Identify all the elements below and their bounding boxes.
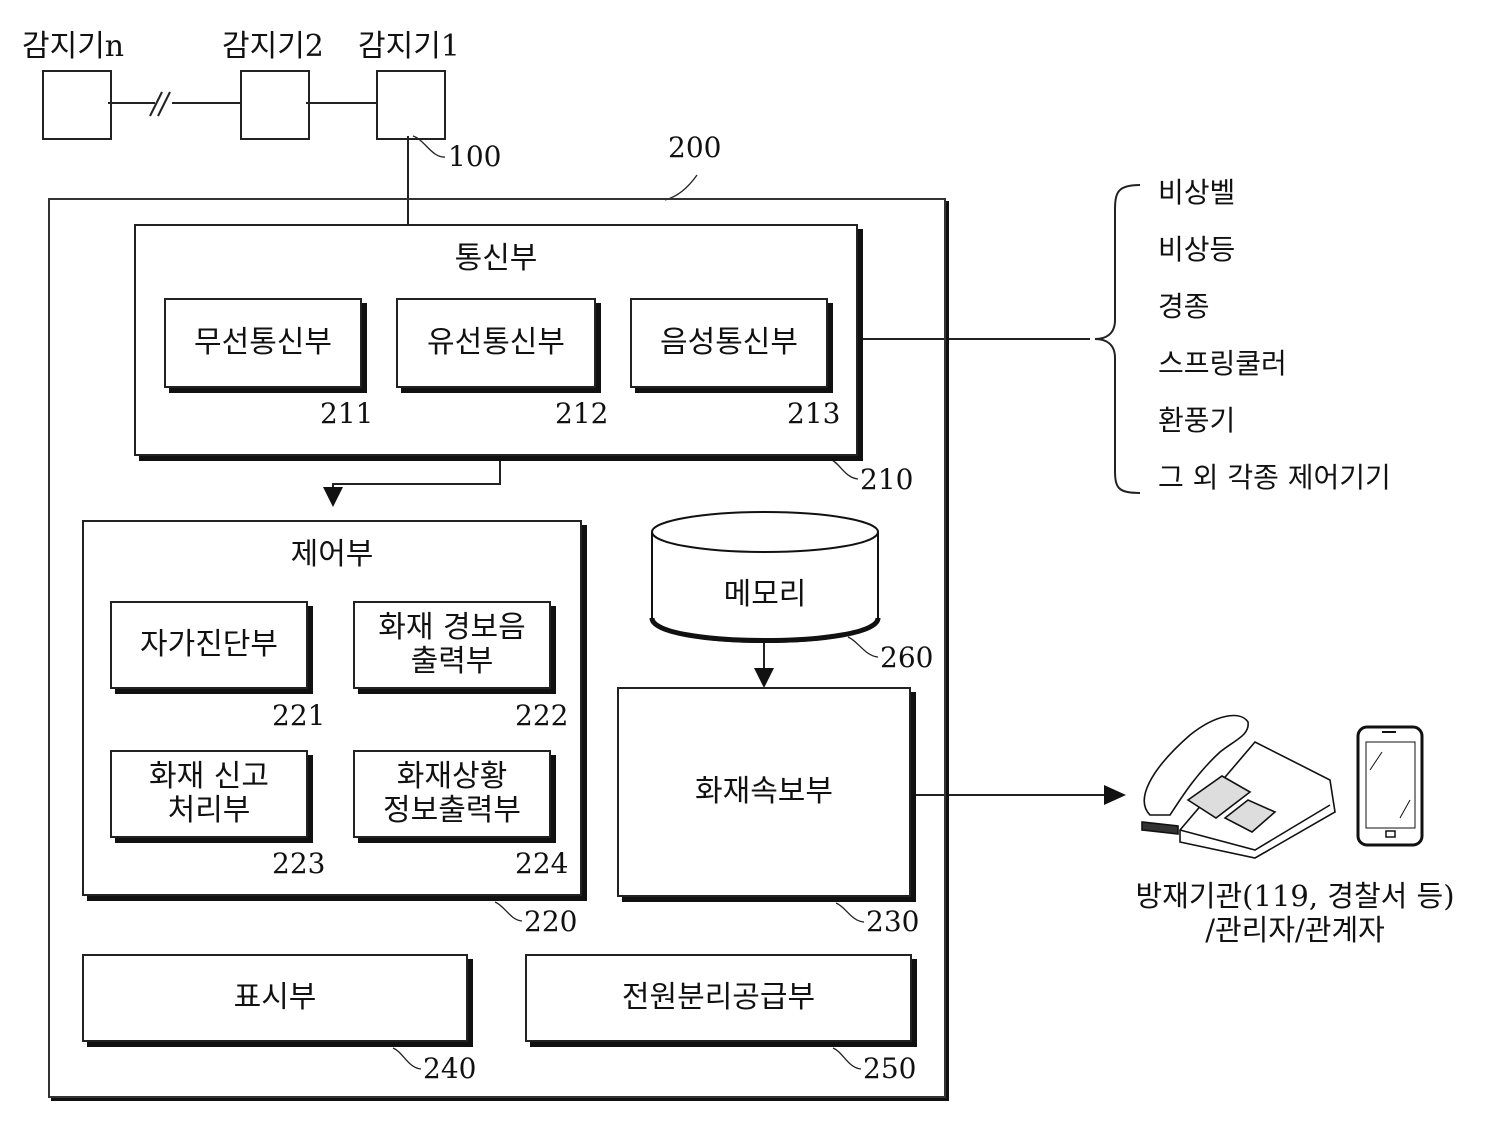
ref-222: 222 xyxy=(515,701,568,731)
voice-comm-label: 음성통신부 xyxy=(660,326,798,360)
ref-230: 230 xyxy=(866,907,919,937)
fire-alarm-sound-label-line1: 화재 경보음 xyxy=(378,611,526,645)
device-other-controls: 그 외 각종 제어기기 xyxy=(1158,462,1391,494)
sensor-1-box[interactable] xyxy=(376,70,446,140)
ref-224: 224 xyxy=(515,849,568,879)
ref-240: 240 xyxy=(423,1054,476,1084)
fire-status-info-unit[interactable]: 화재상황 정보출력부 xyxy=(353,750,551,838)
ref-220: 220 xyxy=(524,907,577,937)
fire-alarm-sound-label-line2: 출력부 xyxy=(411,645,494,679)
wired-comm-label: 유선통신부 xyxy=(427,326,565,360)
ref-100: 100 xyxy=(448,142,501,172)
recipient-label-line2: /관리자/관계자 xyxy=(1115,913,1475,947)
sensor-n-label: 감지기n xyxy=(22,30,124,64)
fire-report-processing-label-line1: 화재 신고 xyxy=(149,760,269,794)
device-alarm-bell: 경종 xyxy=(1158,291,1210,323)
ref-211: 211 xyxy=(320,399,373,429)
ref-223: 223 xyxy=(272,849,325,879)
wireless-comm-unit[interactable]: 무선통신부 xyxy=(164,298,362,388)
sensor-n-box[interactable] xyxy=(42,70,112,140)
memory-label: 메모리 xyxy=(652,578,878,612)
ref-212: 212 xyxy=(555,399,608,429)
brace xyxy=(1095,185,1140,493)
display-unit[interactable]: 표시부 xyxy=(82,954,468,1042)
device-emergency-bell: 비상벨 xyxy=(1158,177,1235,209)
wireless-comm-label: 무선통신부 xyxy=(194,326,332,360)
fire-report-processing-label-line2: 처리부 xyxy=(168,794,251,828)
ref-260: 260 xyxy=(880,643,933,673)
fire-alarm-sound-unit[interactable]: 화재 경보음 출력부 xyxy=(353,601,551,689)
fire-status-info-label-line1: 화재상황 xyxy=(397,760,507,794)
sensor-1-label: 감지기1 xyxy=(358,30,460,64)
ref-221: 221 xyxy=(272,701,325,731)
device-emergency-light: 비상등 xyxy=(1158,234,1235,266)
self-diagnosis-label: 자가진단부 xyxy=(140,628,278,662)
power-supply-label: 전원분리공급부 xyxy=(622,981,815,1015)
arrowhead-recipient xyxy=(1104,785,1126,805)
voice-comm-unit[interactable]: 음성통신부 xyxy=(630,298,828,388)
leader-200 xyxy=(665,175,697,200)
sensor-2-label: 감지기2 xyxy=(222,30,324,64)
ref-210: 210 xyxy=(860,465,913,495)
ref-250: 250 xyxy=(863,1054,916,1084)
display-label: 표시부 xyxy=(234,981,317,1015)
ref-200: 200 xyxy=(668,133,721,163)
fire-status-info-label-line2: 정보출력부 xyxy=(383,794,521,828)
device-sprinkler: 스프링쿨러 xyxy=(1158,348,1287,380)
fire-report-unit[interactable]: 화재속보부 xyxy=(617,687,911,897)
recipient-label-line1: 방재기관(119, 경찰서 등) xyxy=(1115,879,1475,913)
sensor-2-box[interactable] xyxy=(240,70,310,140)
self-diagnosis-unit[interactable]: 자가진단부 xyxy=(110,601,308,689)
ref-213: 213 xyxy=(787,399,840,429)
control-unit[interactable] xyxy=(82,520,582,896)
wired-comm-unit[interactable]: 유선통신부 xyxy=(396,298,596,388)
fire-report-label: 화재속보부 xyxy=(695,775,833,809)
control-unit-title: 제어부 xyxy=(82,538,582,572)
fire-report-processing-unit[interactable]: 화재 신고 처리부 xyxy=(110,750,308,838)
device-ventilator: 환풍기 xyxy=(1158,405,1235,437)
comm-unit-title: 통신부 xyxy=(134,242,858,276)
power-supply-unit[interactable]: 전원분리공급부 xyxy=(525,954,912,1042)
